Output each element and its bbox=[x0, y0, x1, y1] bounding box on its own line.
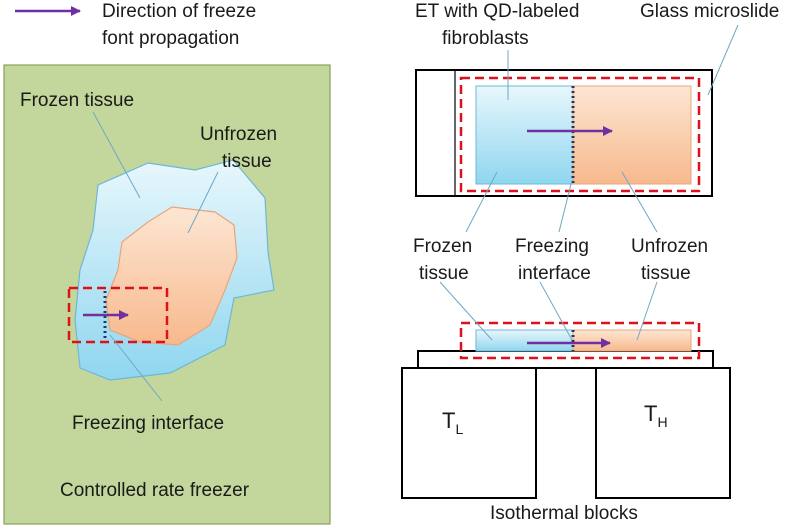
freezing-interface-label: Freezing interface bbox=[72, 413, 224, 434]
unfrozen-tissue-label-line1: Unfrozen bbox=[200, 124, 277, 145]
legend-text-line1: Direction of freeze bbox=[102, 1, 256, 22]
top-unfrozen-leader bbox=[621, 171, 658, 233]
legend-text-line2: font propagation bbox=[102, 28, 239, 49]
top-interface-leader bbox=[558, 179, 573, 233]
side-dashed-box bbox=[459, 321, 701, 360]
et-label-line2: fibroblasts bbox=[442, 28, 529, 49]
top-frozen-label-line1: Frozen bbox=[413, 236, 472, 257]
block-high-t: T bbox=[644, 401, 657, 426]
unfrozen-tissue-shape bbox=[105, 206, 238, 346]
unfrozen-tissue-label-line2: tissue bbox=[222, 151, 272, 172]
isothermal-block-low bbox=[401, 367, 537, 499]
glass-microslide-label: Glass microslide bbox=[640, 1, 779, 22]
et-label-line1: ET with QD-labeled bbox=[415, 1, 579, 22]
frozen-tissue-leader bbox=[92, 111, 141, 199]
side-unfrozen-leader bbox=[636, 281, 658, 341]
engineered-tissue-unfrozen bbox=[572, 85, 692, 185]
top-interface-label-line2: interface bbox=[518, 263, 591, 284]
block-low-temperature: TL bbox=[442, 408, 463, 437]
side-tissue-unfrozen bbox=[572, 329, 692, 352]
legend: Direction of freeze font propagation bbox=[15, 1, 256, 49]
top-unfrozen-label-line2: tissue bbox=[641, 263, 691, 284]
top-unfrozen-label-line1: Unfrozen bbox=[631, 236, 708, 257]
isothermal-blocks-label: Isothermal blocks bbox=[490, 503, 638, 524]
isothermal-block-high bbox=[595, 367, 731, 499]
block-low-subscript: L bbox=[455, 421, 463, 437]
top-interface-label-line1: Freezing bbox=[515, 236, 589, 257]
top-frozen-leader bbox=[465, 171, 498, 233]
side-view: TL TH Isothermal blocks bbox=[401, 281, 731, 524]
top-dashed-box bbox=[459, 76, 701, 193]
side-glass-slide bbox=[417, 350, 714, 369]
block-low-t: T bbox=[442, 408, 455, 433]
observation-window-box bbox=[67, 286, 169, 344]
top-view: ET with QD-labeled fibroblasts Glass mic… bbox=[413, 1, 779, 284]
freezer-label: Controlled rate freezer bbox=[60, 480, 250, 501]
frozen-tissue-label: Frozen tissue bbox=[20, 90, 134, 111]
microslide-leader bbox=[707, 24, 739, 96]
top-frozen-label-line2: tissue bbox=[419, 263, 469, 284]
side-frozen-leader bbox=[439, 281, 493, 341]
side-interface-leader bbox=[539, 281, 573, 341]
freezing-interface-leader bbox=[109, 334, 163, 402]
block-high-temperature: TH bbox=[644, 401, 668, 430]
unfrozen-tissue-leader bbox=[187, 171, 219, 234]
engineered-tissue-frozen bbox=[475, 85, 574, 185]
side-tissue-frozen bbox=[475, 329, 574, 352]
block-high-subscript: H bbox=[657, 414, 667, 430]
freezer-panel: Frozen tissue Unfrozen tissue Freezing i… bbox=[3, 64, 331, 525]
